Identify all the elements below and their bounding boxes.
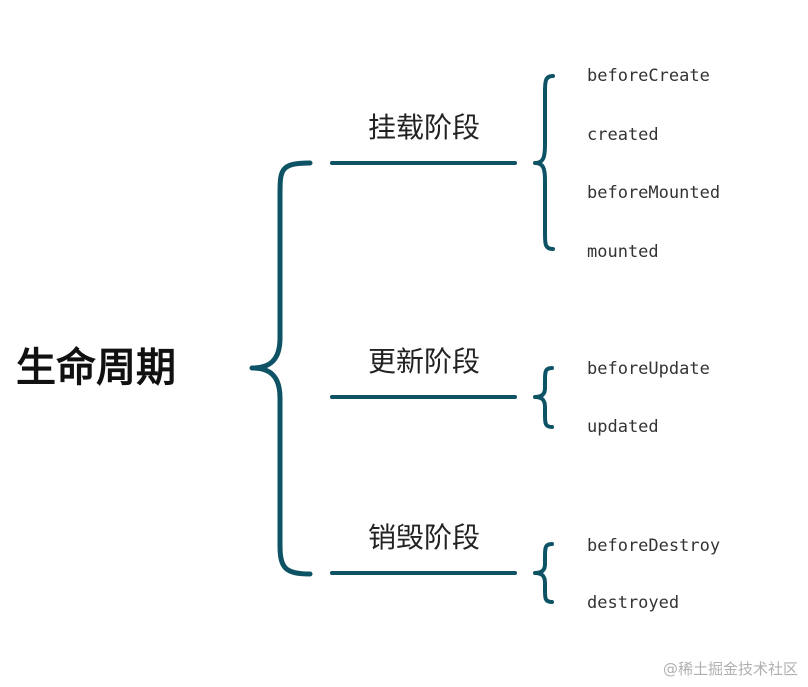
hook-before-mounted: beforeMounted <box>587 183 721 203</box>
hook-updated: updated <box>587 417 659 437</box>
phase-label-mount: 挂载阶段 <box>367 111 480 144</box>
mount-brace <box>533 74 555 251</box>
phase-label-update: 更新阶段 <box>367 345 480 378</box>
hook-before-destroy: beforeDestroy <box>587 536 721 556</box>
hook-mounted: mounted <box>587 242 659 262</box>
main-brace <box>249 160 313 577</box>
destroy-brace <box>533 542 554 604</box>
hook-before-create: beforeCreate <box>587 66 710 86</box>
hook-before-update: beforeUpdate <box>587 359 710 379</box>
phase-label-destroy: 销毁阶段 <box>367 521 480 554</box>
root-label: 生命周期 <box>16 345 176 391</box>
update-brace <box>533 366 554 429</box>
hook-destroyed: destroyed <box>587 593 680 613</box>
hook-created: created <box>587 125 659 145</box>
watermark: @稀土掘金技术社区 <box>662 660 798 678</box>
